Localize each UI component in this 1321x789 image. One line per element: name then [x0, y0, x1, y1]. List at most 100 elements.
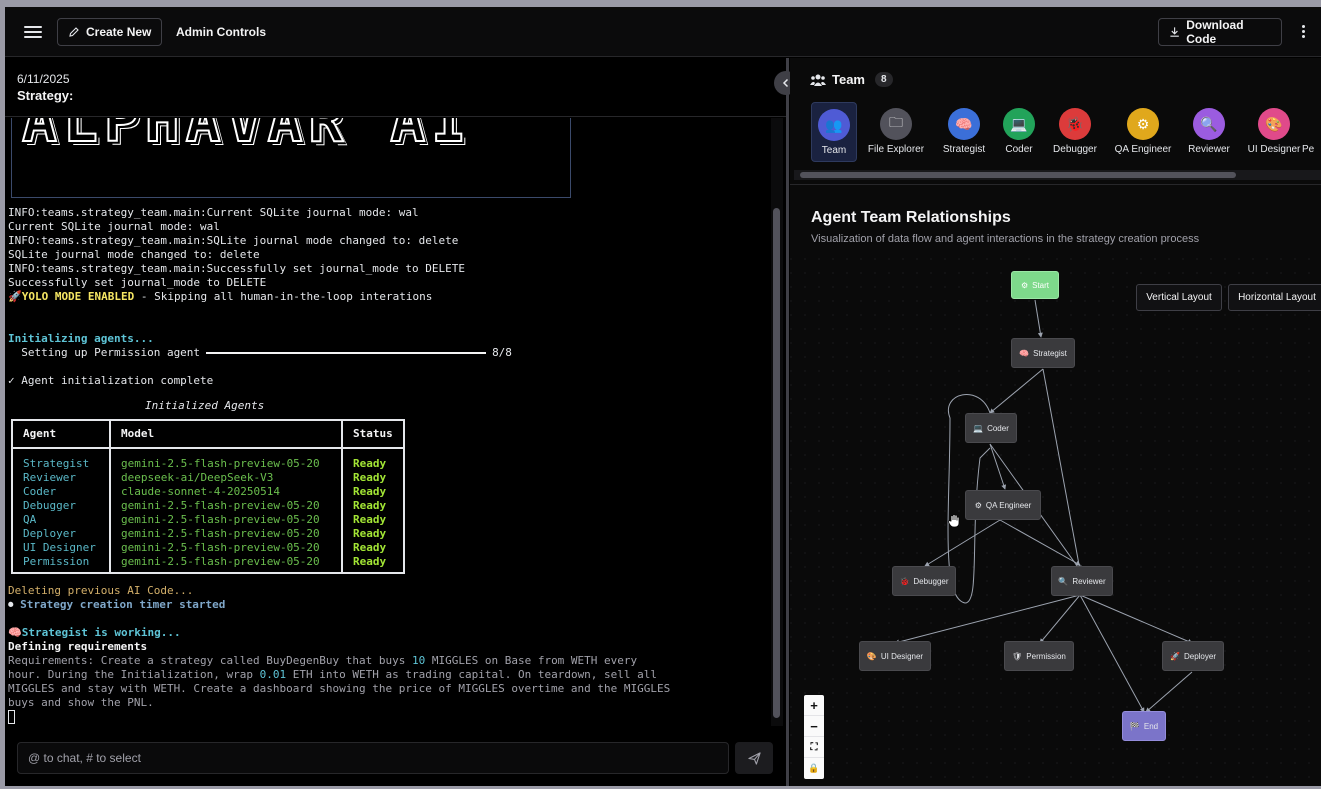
horizontal-layout-button[interactable]: Horizontal Layout: [1228, 284, 1321, 311]
brain-icon: 🧠: [8, 626, 22, 639]
init-complete-line: ✓ Agent initialization complete: [8, 374, 214, 387]
tab-qa-engineer[interactable]: ⚙ QA Engineer: [1111, 102, 1175, 162]
session-date: 6/11/2025: [17, 72, 70, 86]
record-icon: ⏺: [8, 598, 14, 611]
tab-file-explorer[interactable]: 🗀 File Explorer: [864, 102, 928, 162]
users-icon: 👥: [818, 109, 850, 141]
team-header: Team 8: [810, 72, 893, 87]
node-ui-designer[interactable]: 🎨UI Designer: [859, 641, 931, 671]
edge: [989, 368, 1044, 414]
tabs-scrollbar[interactable]: [794, 170, 1321, 180]
download-icon: [1170, 27, 1179, 37]
node-debugger[interactable]: 🐞Debugger: [892, 566, 956, 596]
brain-icon: 🧠: [948, 108, 980, 140]
agent-graph-canvas[interactable]: Vertical Layout Horizontal Layout ⚙Start…: [790, 258, 1321, 786]
shield-icon: [1302, 108, 1321, 140]
tab-permission-partial[interactable]: Pe: [1302, 102, 1321, 162]
zoom-in-button[interactable]: +: [804, 695, 824, 716]
top-bar: Create New Admin Controls Download Code: [5, 7, 1321, 57]
node-permission[interactable]: 🛡Permission: [1004, 641, 1074, 671]
requirements-line: hour. During the Initialization, wrap 0.…: [8, 668, 658, 681]
scrollbar-thumb[interactable]: [773, 208, 780, 718]
graph-title: Agent Team Relationships: [811, 209, 1011, 226]
gear-icon: ⚙: [1020, 280, 1029, 290]
edge: [1042, 368, 1082, 571]
brain-icon: 🧠: [1019, 348, 1030, 358]
terminal-scrollbar[interactable]: [771, 118, 783, 726]
download-code-label: Download Code: [1186, 18, 1244, 46]
tab-team[interactable]: 👥 Team: [811, 102, 857, 162]
edge: [999, 519, 1081, 566]
node-deployer[interactable]: 🚀Deployer: [1162, 641, 1224, 671]
requirements-line: Requirements: Create a strategy called B…: [8, 654, 638, 667]
menu-icon[interactable]: [22, 23, 44, 41]
edge: [894, 594, 1081, 645]
strategy-label: Strategy:: [17, 88, 74, 103]
log-line: INFO:teams.strategy_team.main:SQLite jou…: [8, 234, 459, 247]
banner-text: ALPHAVAR AI: [21, 118, 473, 155]
node-end[interactable]: 🏁End: [1122, 711, 1166, 741]
node-coder[interactable]: 💻Coder: [965, 413, 1017, 443]
tab-coder[interactable]: 💻 Coder: [987, 102, 1051, 162]
bug-icon: 🐞: [1059, 108, 1091, 140]
folder-icon: 🗀: [880, 108, 912, 140]
pencil-icon: [69, 27, 79, 37]
log-line: SQLite journal mode changed to: delete: [8, 248, 260, 261]
chat-input[interactable]: [18, 743, 728, 773]
send-icon: [747, 751, 761, 765]
rocket-icon: 🚀: [1170, 651, 1180, 661]
rocket-icon: 🚀: [8, 290, 22, 303]
table-title: Initialized Agents: [145, 399, 265, 412]
send-button[interactable]: [735, 742, 773, 774]
hand-cursor-icon: [948, 514, 960, 528]
tab-strategist[interactable]: 🧠 Strategist: [932, 102, 996, 162]
defining-line: Defining requirements: [8, 640, 148, 653]
zoom-out-button[interactable]: −: [804, 716, 824, 737]
magnifier-icon: 🔍: [1193, 108, 1225, 140]
gear-icon: ⚙: [974, 500, 982, 510]
edge: [924, 519, 1001, 567]
app-window: Create New Admin Controls Download Code …: [5, 7, 1321, 786]
create-new-button[interactable]: Create New: [57, 18, 163, 46]
column-header: Agent: [11, 419, 111, 449]
edge: [1145, 671, 1193, 713]
create-new-label: Create New: [86, 25, 152, 39]
tab-ui-designer[interactable]: 🎨 UI Designer: [1242, 102, 1306, 162]
pane-divider[interactable]: [786, 58, 789, 786]
edge: [1034, 299, 1043, 338]
palette-icon: 🎨: [866, 651, 877, 661]
scrollbar-thumb[interactable]: [800, 172, 1236, 178]
admin-controls-link[interactable]: Admin Controls: [176, 25, 266, 39]
vertical-layout-button[interactable]: Vertical Layout: [1136, 284, 1222, 311]
terminal-output: ALPHAVAR AI INFO:teams.strategy_team.mai…: [5, 118, 771, 738]
palette-icon: 🎨: [1258, 108, 1290, 140]
more-options-icon[interactable]: [1300, 23, 1306, 41]
log-line: INFO:teams.strategy_team.main:Current SQ…: [8, 206, 419, 219]
column-header: Status: [341, 419, 405, 449]
fit-view-button[interactable]: ⛶: [804, 737, 824, 758]
node-qa-engineer[interactable]: ⚙QA Engineer: [965, 490, 1041, 520]
edge: [1039, 594, 1081, 644]
edge: [1079, 594, 1193, 644]
download-code-button[interactable]: Download Code: [1158, 18, 1282, 46]
laptop-icon: 💻: [1003, 108, 1035, 140]
tab-reviewer[interactable]: 🔍 Reviewer: [1177, 102, 1241, 162]
column-header: Model: [109, 419, 343, 449]
requirements-line: buys and show the PNL.: [8, 696, 154, 709]
deleting-line: Deleting previous AI Code...: [8, 584, 194, 597]
node-reviewer[interactable]: 🔍Reviewer: [1051, 566, 1113, 596]
users-icon: [810, 74, 826, 86]
agent-tabs: 👥 Team 🗀 File Explorer 🧠 Strategist 💻 Co…: [806, 102, 1321, 164]
divider: [5, 116, 786, 117]
node-strategist[interactable]: 🧠Strategist: [1011, 338, 1075, 368]
edge: [989, 443, 1007, 490]
tab-debugger[interactable]: 🐞 Debugger: [1043, 102, 1107, 162]
flag-icon: 🏁: [1129, 721, 1140, 731]
node-start[interactable]: ⚙Start: [1011, 271, 1059, 299]
divider: [790, 184, 1321, 185]
lock-button[interactable]: 🔒: [808, 763, 820, 773]
